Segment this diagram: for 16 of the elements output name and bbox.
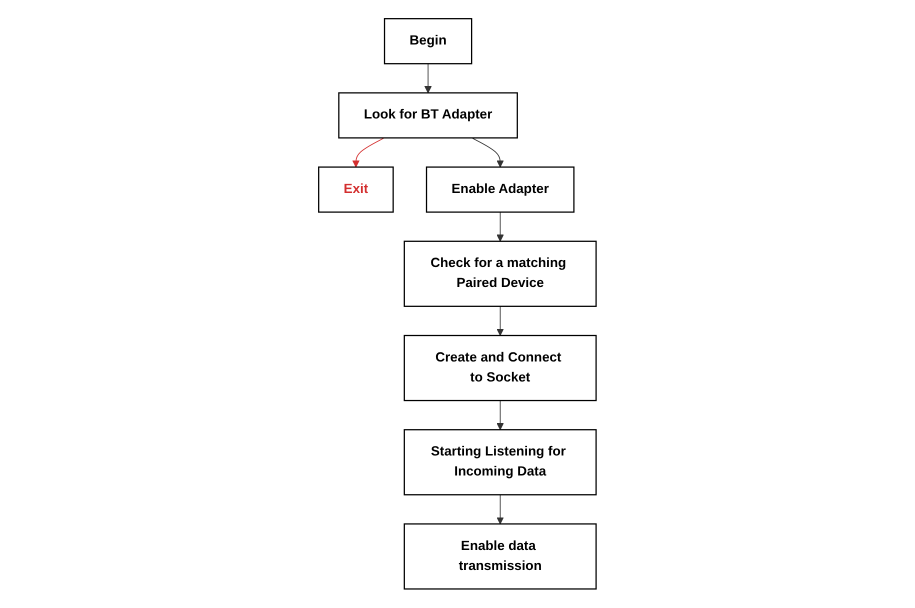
arrow [496, 494, 504, 524]
arrow [352, 138, 385, 168]
node-box [338, 92, 518, 139]
arrow [496, 400, 504, 430]
arrow [496, 212, 504, 242]
node-box [426, 166, 575, 213]
arrow [424, 63, 432, 94]
node-box [404, 335, 597, 402]
node-box [404, 240, 597, 308]
node-box [404, 523, 597, 590]
arrow [496, 306, 504, 336]
node-box [404, 429, 597, 496]
node-box [384, 18, 472, 64]
node-box [318, 166, 394, 213]
arrow [472, 138, 504, 168]
flowchart-drawing: Begin Look for BT Adapter Exit Enable Adapter Check for a matching Paired Device Create and Connect to Socket Starting Listening for Incoming Data Enable data transmission [312, 12, 603, 596]
